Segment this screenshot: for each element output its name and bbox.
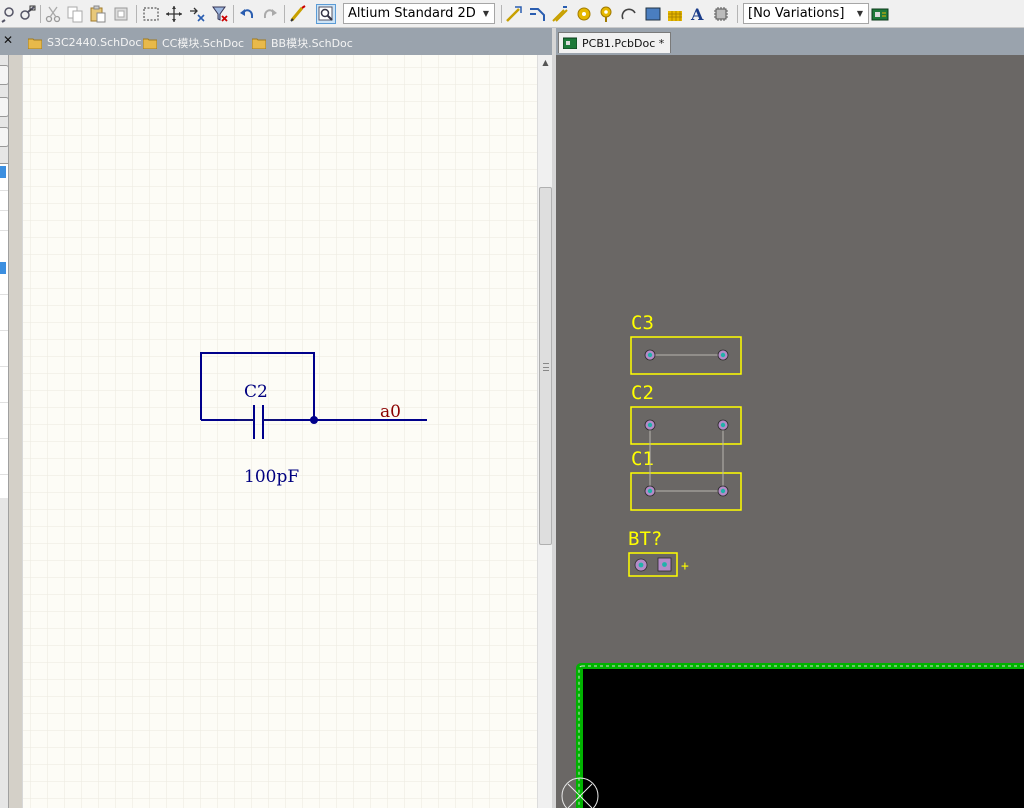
junction-dot [310, 416, 318, 424]
schematic-wires[interactable] [200, 352, 427, 421]
polarity-mark: + [681, 559, 689, 574]
polygon-icon[interactable] [665, 4, 685, 24]
schematic-canvas[interactable]: C2 100pF a0 [22, 55, 537, 808]
scrollbar-thumb[interactable] [539, 187, 552, 545]
scroll-up-icon[interactable]: ▲ [542, 58, 549, 67]
pcb-board-outline[interactable] [576, 663, 1024, 808]
component-designator: BT? [628, 528, 662, 550]
view-mode-select[interactable]: Altium Standard 2D ▼ [343, 3, 495, 24]
svg-text:A: A [690, 5, 704, 23]
panel-dropdown[interactable] [0, 127, 9, 147]
panel-button[interactable] [0, 97, 9, 117]
vertical-scrollbar[interactable]: ▲ [537, 55, 552, 808]
tab-label: S3C2440.SchDoc [47, 36, 142, 49]
interactive-route-icon[interactable] [527, 4, 547, 24]
pcb-pads-c2-c1[interactable] [644, 419, 729, 497]
board-icon[interactable] [870, 4, 890, 24]
tab-s3c2440-schdoc[interactable]: S3C2440.SchDoc [24, 32, 147, 53]
main-toolbar: Altium Standard 2D ▼ A [No Variations] ▼ [0, 0, 1024, 28]
paste-icon[interactable] [88, 4, 108, 24]
chevron-down-icon: ▼ [856, 9, 864, 18]
rubber-stamp-icon[interactable] [111, 4, 131, 24]
panel-list[interactable] [0, 163, 8, 498]
ratsnest-lines [649, 425, 724, 492]
route-icon[interactable] [504, 4, 524, 24]
view-mode-value: Altium Standard 2D [348, 6, 476, 21]
variations-select[interactable]: [No Variations] ▼ [743, 3, 869, 24]
side-panel-collapsed [0, 55, 9, 808]
cross-probe-icon[interactable] [288, 4, 308, 24]
close-icon[interactable]: ✕ [3, 33, 14, 47]
pcb-doc-icon [563, 37, 577, 49]
component-icon[interactable] [711, 4, 731, 24]
pane-splitter[interactable] [552, 28, 556, 808]
component-designator[interactable]: C2 [244, 382, 268, 402]
pcb-component-c2[interactable]: C2 [630, 382, 742, 445]
folder-icon [28, 38, 42, 49]
move-icon[interactable] [164, 4, 184, 24]
deselect-icon[interactable] [187, 4, 207, 24]
zoom-select-icon[interactable] [0, 4, 20, 24]
component-designator: C2 [631, 382, 654, 404]
fill-icon[interactable] [643, 4, 663, 24]
pcb-tab-strip: PCB1.PcbDoc * [556, 28, 1024, 55]
tab-label: CC模块.SchDoc [162, 36, 245, 50]
component-value[interactable]: 100pF [244, 467, 299, 487]
pad-icon[interactable] [574, 4, 594, 24]
via-icon[interactable] [596, 4, 616, 24]
tab-bb-schdoc[interactable]: BB模块.SchDoc [248, 32, 359, 53]
origin-marker-icon [561, 777, 599, 808]
clear-filter-icon[interactable] [210, 4, 230, 24]
tab-label: BB模块.SchDoc [271, 36, 353, 50]
select-area-icon[interactable] [141, 4, 161, 24]
component-designator: C1 [631, 448, 654, 470]
tab-pcb1-pcbdoc[interactable]: PCB1.PcbDoc * [558, 32, 672, 53]
cut-icon[interactable] [43, 4, 63, 24]
folder-icon [252, 38, 266, 49]
component-designator: C3 [631, 312, 654, 334]
tab-cc-schdoc[interactable]: CC模块.SchDoc [139, 32, 250, 53]
copy-icon[interactable] [65, 4, 85, 24]
variations-value: [No Variations] [748, 6, 845, 21]
pcb-component-c1[interactable]: C1 [630, 448, 742, 511]
net-label[interactable]: a0 [380, 402, 401, 422]
capacitor-c2[interactable] [253, 405, 264, 439]
pcb-component-bt[interactable]: BT? + [628, 528, 689, 577]
string-icon[interactable]: A [688, 4, 708, 24]
pcb-canvas[interactable]: C3 C2 C1 [556, 55, 1024, 808]
pcb-component-c3[interactable]: C3 [630, 312, 742, 375]
diff-pair-icon[interactable] [550, 4, 570, 24]
zoom-fit-icon[interactable] [17, 4, 37, 24]
chevron-down-icon: ▼ [482, 9, 490, 18]
redo-icon[interactable] [260, 4, 280, 24]
arc-icon[interactable] [619, 4, 639, 24]
schematic-tab-strip: ✕ S3C2440.SchDoc CC模块.SchDoc BB模块.SchDoc [0, 28, 552, 55]
browse-component-icon[interactable] [316, 4, 336, 24]
panel-button[interactable] [0, 65, 9, 85]
folder-icon [143, 38, 157, 49]
tab-label: PCB1.PcbDoc * [582, 36, 665, 50]
undo-icon[interactable] [237, 4, 257, 24]
